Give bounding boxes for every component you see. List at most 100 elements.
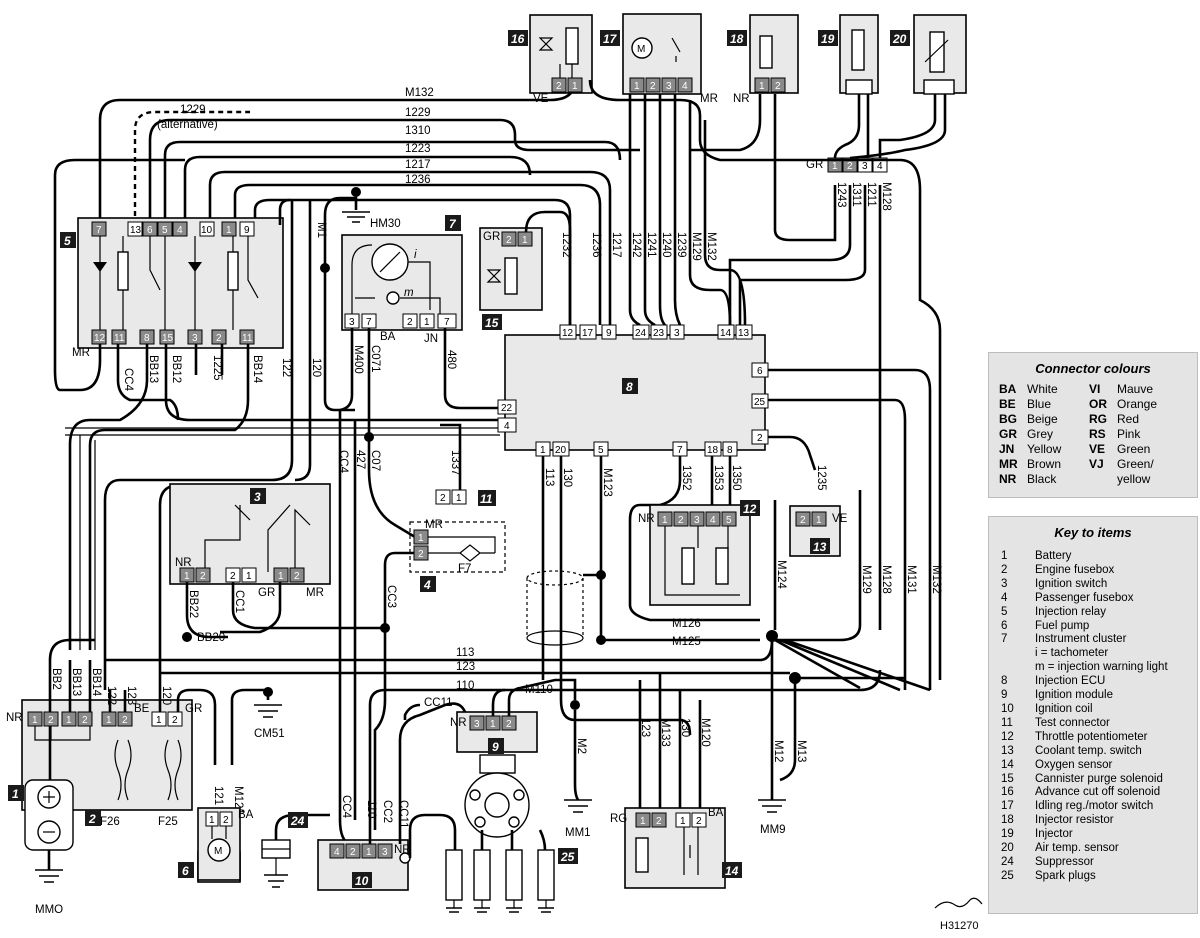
svg-text:4: 4 bbox=[334, 847, 340, 858]
svg-text:m: m bbox=[404, 287, 414, 299]
item-11-badge: 11 bbox=[478, 490, 496, 506]
label-1243: 1243 bbox=[835, 182, 847, 208]
label-bb22: BB22 bbox=[187, 590, 199, 618]
colour-code bbox=[1089, 472, 1117, 486]
svg-text:M: M bbox=[214, 846, 222, 857]
svg-text:1: 1 bbox=[572, 81, 578, 92]
svg-text:8: 8 bbox=[626, 380, 633, 394]
label-cc2: CC2 bbox=[381, 800, 393, 823]
splice-right-1 bbox=[766, 630, 778, 642]
key-to-items-title: Key to items bbox=[1054, 525, 1132, 540]
svg-text:4: 4 bbox=[504, 421, 510, 432]
svg-text:1: 1 bbox=[816, 515, 822, 526]
svg-text:2: 2 bbox=[506, 719, 512, 730]
svg-text:18: 18 bbox=[730, 32, 744, 46]
label-m128b: M128 bbox=[880, 565, 892, 594]
label-nr-2: NR bbox=[6, 712, 23, 724]
label-122: 122 bbox=[280, 358, 292, 377]
item-25-badge: 25 bbox=[558, 848, 578, 864]
key-item-number: 11 bbox=[1001, 716, 1013, 729]
label-1229: 1229 bbox=[405, 107, 431, 119]
throttle-potentiometer: 1 2 3 4 5 bbox=[649, 504, 751, 606]
label-bb14b: BB14 bbox=[90, 668, 102, 697]
svg-text:7: 7 bbox=[96, 225, 102, 236]
svg-text:8: 8 bbox=[727, 445, 733, 456]
colour-name: yellow bbox=[1117, 472, 1151, 486]
key-item-number: 12 bbox=[1001, 730, 1014, 743]
key-item-text: Test connector bbox=[1035, 716, 1110, 729]
label-m123: M123 bbox=[601, 468, 613, 497]
svg-text:9: 9 bbox=[492, 740, 499, 754]
lower-harness bbox=[105, 638, 931, 820]
key-item-number: 8 bbox=[1001, 675, 1008, 688]
relay-lower-wires bbox=[53, 158, 500, 650]
label-1240: 1240 bbox=[660, 232, 672, 258]
item-14-badge: 14 bbox=[722, 862, 742, 878]
test-connector: 2 1 bbox=[435, 489, 467, 505]
svg-text:3: 3 bbox=[694, 515, 700, 526]
svg-text:1: 1 bbox=[156, 715, 162, 726]
label-nr-18: NR bbox=[733, 93, 750, 105]
module-wires bbox=[491, 678, 577, 716]
colour-name: Green/ bbox=[1117, 457, 1154, 471]
svg-text:1: 1 bbox=[278, 571, 284, 582]
item-5-badge: 5 bbox=[60, 232, 76, 248]
label-m129: M129 bbox=[690, 232, 702, 261]
svg-text:22: 22 bbox=[501, 403, 513, 414]
svg-text:2: 2 bbox=[506, 235, 512, 246]
label-gr-15: GR bbox=[483, 231, 500, 243]
label-hm30: HM30 bbox=[370, 218, 401, 230]
svg-text:8: 8 bbox=[144, 333, 150, 344]
svg-text:1: 1 bbox=[456, 493, 462, 504]
colour-name: Mauve bbox=[1117, 382, 1154, 396]
label-nr-3: NR bbox=[175, 557, 192, 569]
label-123b: 123 bbox=[125, 686, 137, 705]
colour-name: Pink bbox=[1117, 427, 1141, 441]
svg-text:7: 7 bbox=[677, 445, 683, 456]
key-item-text: Injector resistor bbox=[1035, 814, 1114, 827]
key-item: m = injection warning light bbox=[1001, 661, 1197, 675]
label-bb2: BB2 bbox=[50, 668, 62, 690]
svg-text:3: 3 bbox=[666, 81, 672, 92]
svg-text:12: 12 bbox=[743, 502, 757, 516]
colour-name: Green bbox=[1117, 442, 1151, 456]
key-item-number: 16 bbox=[1001, 786, 1014, 799]
label-130: 130 bbox=[561, 468, 573, 487]
svg-text:11: 11 bbox=[480, 492, 493, 506]
svg-text:1: 1 bbox=[424, 317, 430, 328]
svg-text:14: 14 bbox=[725, 864, 739, 878]
label-1229-alt: 1229 bbox=[180, 104, 206, 116]
item-13-badge: 13 bbox=[810, 538, 830, 554]
svg-text:2: 2 bbox=[440, 493, 446, 504]
label-mr-5: MR bbox=[72, 347, 90, 359]
label-ve-16: VE bbox=[533, 93, 549, 105]
svg-text:2: 2 bbox=[82, 715, 88, 726]
svg-text:7: 7 bbox=[366, 317, 372, 328]
item-2-badge: 2 bbox=[85, 810, 101, 826]
label-m13: M13 bbox=[795, 740, 807, 762]
wire-cc3 bbox=[373, 551, 414, 830]
key-item-number: 18 bbox=[1001, 814, 1014, 827]
label-m132b: M132 bbox=[930, 565, 942, 594]
svg-text:3: 3 bbox=[674, 328, 680, 339]
fuel-pump: 1 2 M bbox=[197, 807, 241, 883]
svg-text:1: 1 bbox=[184, 571, 190, 582]
svg-text:24: 24 bbox=[290, 814, 305, 828]
key-item-number: 15 bbox=[1001, 772, 1014, 785]
label-1236: 1236 bbox=[405, 174, 431, 186]
injection-relay: 7 13 6 5 4 10 1 9 12 11 8 15 3 2 11 bbox=[77, 217, 284, 349]
svg-text:2: 2 bbox=[656, 816, 662, 827]
key-item-number bbox=[1001, 661, 1035, 675]
label-m120: M120 bbox=[699, 718, 711, 747]
colour-code: JN bbox=[999, 442, 1015, 456]
label-m12: M12 bbox=[772, 740, 784, 762]
